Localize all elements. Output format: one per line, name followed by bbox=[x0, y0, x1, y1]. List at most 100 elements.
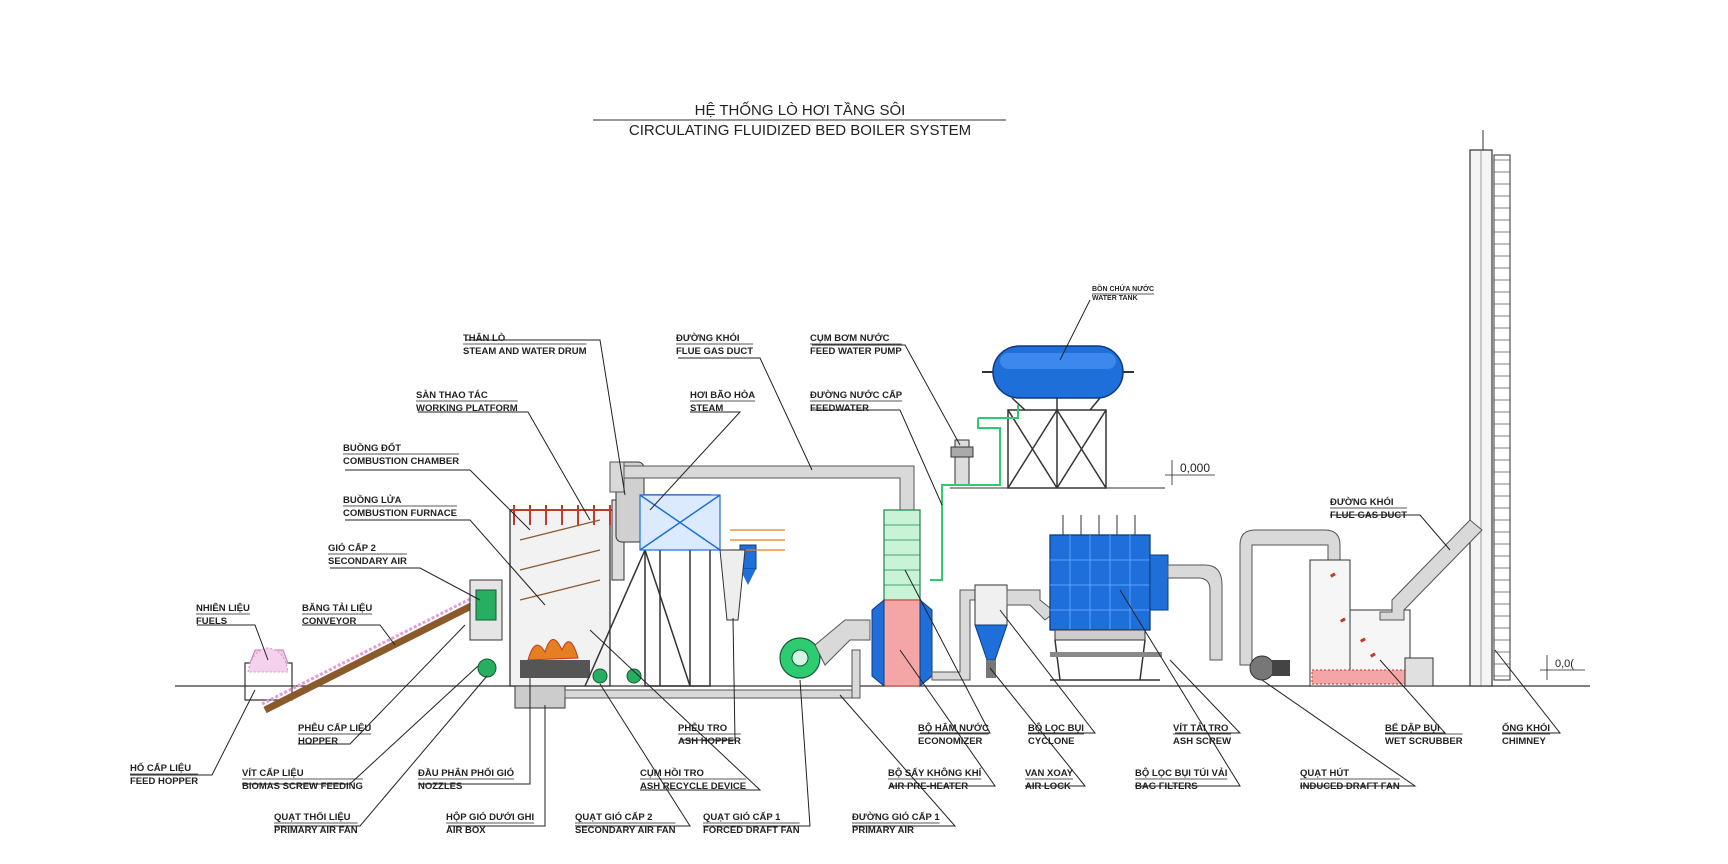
label-screw-feeding: VÍT CẤP LIỆU BIOMAS SCREW FEEDING bbox=[242, 767, 363, 792]
svg-text:FORCED DRAFT FAN: FORCED DRAFT FAN bbox=[703, 825, 800, 836]
conveyor bbox=[261, 590, 489, 714]
elevation-marker-main: 0,000 bbox=[950, 460, 1215, 489]
svg-text:BUỒNG LỬA: BUỒNG LỬA bbox=[343, 494, 402, 506]
svg-text:WORKING PLATFORM: WORKING PLATFORM bbox=[416, 403, 518, 414]
svg-text:CHIMNEY: CHIMNEY bbox=[1502, 736, 1546, 747]
label-bag-filters: BỘ LỌC BỤI TÚI VẢI BAG FILTERS bbox=[1135, 767, 1228, 792]
svg-text:BĂNG TẢI LIỆU: BĂNG TẢI LIỆU bbox=[302, 602, 372, 614]
svg-text:ĐƯỜNG KHÓI: ĐƯỜNG KHÓI bbox=[676, 332, 740, 344]
svg-text:SECONDARY AIR FAN: SECONDARY AIR FAN bbox=[575, 825, 676, 836]
label-cyclone: BỘ LỌC BỤI CYCLONE bbox=[1028, 722, 1084, 747]
label-air-preheater: BỘ SẤY KHÔNG KHÍ AIR PRE-HEATER bbox=[888, 767, 982, 792]
svg-text:STEAM AND WATER DRUM: STEAM AND WATER DRUM bbox=[463, 346, 587, 357]
svg-text:ĐẦU PHÂN PHỐI GIÓ: ĐẦU PHÂN PHỐI GIÓ bbox=[418, 767, 514, 779]
label-chimney: ỐNG KHÓI CHIMNEY bbox=[1502, 722, 1551, 747]
wet-scrubber bbox=[1309, 519, 1483, 687]
svg-text:AIR PRE-HEATER: AIR PRE-HEATER bbox=[888, 781, 968, 792]
svg-text:QUẠT THỔI LIỆU: QUẠT THỔI LIỆU bbox=[274, 811, 351, 823]
svg-text:BỘ HÂM NƯỚC: BỘ HÂM NƯỚC bbox=[918, 722, 989, 734]
svg-text:ASH RECYCLE DEVICE: ASH RECYCLE DEVICE bbox=[640, 781, 746, 792]
label-secondary-air-fan: QUẠT GIÓ CẤP 2 SECONDARY AIR FAN bbox=[575, 811, 676, 836]
svg-text:BỘ LỌC BỤI TÚI VẢI: BỘ LỌC BỤI TÚI VẢI bbox=[1135, 767, 1227, 779]
svg-text:QUẠT HÚT: QUẠT HÚT bbox=[1300, 767, 1349, 779]
water-tank bbox=[982, 345, 1134, 489]
svg-text:PRIMARY AIR: PRIMARY AIR bbox=[852, 825, 914, 836]
boiler-furnace bbox=[469, 461, 711, 709]
svg-text:AIR LOCK: AIR LOCK bbox=[1025, 781, 1071, 792]
svg-text:BAG FILTERS: BAG FILTERS bbox=[1135, 781, 1198, 792]
label-induced-draft-fan: QUẠT HÚT INDUCED DRAFT FAN bbox=[1300, 767, 1400, 792]
leader-lines bbox=[130, 299, 1562, 827]
svg-text:ĐƯỜNG NƯỚC CẤP: ĐƯỜNG NƯỚC CẤP bbox=[810, 389, 903, 401]
svg-text:WATER TANK: WATER TANK bbox=[1092, 295, 1138, 302]
svg-text:BỘ LỌC BỤI: BỘ LỌC BỤI bbox=[1028, 722, 1084, 734]
label-secondary-air: GIÓ CẤP 2 SECONDARY AIR bbox=[328, 542, 407, 567]
svg-text:ECONOMIZER: ECONOMIZER bbox=[918, 736, 983, 747]
svg-text:CỤM HỒI TRO: CỤM HỒI TRO bbox=[640, 767, 704, 779]
label-forced-draft-fan: QUẠT GIÓ CẤP 1 FORCED DRAFT FAN bbox=[703, 811, 800, 836]
svg-text:CỤM BƠM NƯỚC: CỤM BƠM NƯỚC bbox=[810, 332, 890, 344]
svg-text:BỂ DẬP BỤI: BỂ DẬP BỤI bbox=[1385, 722, 1440, 734]
label-flue-gas-duct-1: ĐƯỜNG KHÓI FLUE GAS DUCT bbox=[676, 332, 753, 357]
label-primary-air: ĐƯỜNG GIÓ CẤP 1 PRIMARY AIR bbox=[852, 811, 940, 836]
forced-draft-fan bbox=[779, 619, 871, 679]
svg-text:HƠI BÃO HÒA: HƠI BÃO HÒA bbox=[690, 389, 755, 401]
elevation-chimney-text: 0,0( bbox=[1555, 658, 1574, 670]
svg-text:ỐNG KHÓI: ỐNG KHÓI bbox=[1502, 722, 1550, 734]
svg-text:AIR BOX: AIR BOX bbox=[446, 825, 486, 836]
svg-text:FUELS: FUELS bbox=[196, 616, 227, 627]
svg-text:VÍT TẢI TRO: VÍT TẢI TRO bbox=[1173, 722, 1228, 734]
svg-text:BỒN CHỨA NƯỚC: BỒN CHỨA NƯỚC bbox=[1092, 283, 1154, 293]
label-fuels: NHIÊN LIỆU FUELS bbox=[196, 602, 250, 627]
flue-duct-to-id-fan bbox=[1167, 564, 1223, 661]
label-conveyor: BĂNG TẢI LIỆU CONVEYOR bbox=[302, 602, 372, 627]
air-preheater bbox=[871, 598, 933, 688]
svg-text:WET SCRUBBER: WET SCRUBBER bbox=[1385, 736, 1463, 747]
svg-text:VÍT CẤP LIỆU: VÍT CẤP LIỆU bbox=[242, 767, 304, 779]
economizer bbox=[883, 509, 921, 601]
svg-text:GIÓ CẤP 2: GIÓ CẤP 2 bbox=[328, 542, 376, 554]
chimney bbox=[1469, 130, 1511, 687]
label-ash-recycle: CỤM HỒI TRO ASH RECYCLE DEVICE bbox=[640, 767, 747, 792]
label-feed-water-pump: CỤM BƠM NƯỚC FEED WATER PUMP bbox=[810, 332, 902, 357]
label-steam: HƠI BÃO HÒA STEAM bbox=[690, 389, 755, 414]
svg-text:PHỄU CẤP LIỆU: PHỄU CẤP LIỆU bbox=[298, 722, 371, 734]
label-flue-gas-duct-2: ĐƯỜNG KHÓI FLUE GAS DUCT bbox=[1330, 496, 1407, 521]
label-ash-screw: VÍT TẢI TRO ASH SCREW bbox=[1173, 722, 1231, 747]
label-combustion-chamber: BUỒNG ĐỐT COMBUSTION CHAMBER bbox=[343, 442, 459, 467]
svg-text:BUỒNG ĐỐT: BUỒNG ĐỐT bbox=[343, 442, 401, 454]
svg-text:HỐ CẤP LIỆU: HỐ CẤP LIỆU bbox=[130, 762, 191, 774]
label-steam-drum: THÂN LÒ STEAM AND WATER DRUM bbox=[463, 332, 587, 357]
feed-water-pump bbox=[950, 439, 974, 486]
svg-text:SÀN THAO TÁC: SÀN THAO TÁC bbox=[416, 390, 488, 401]
title-vi: HỆ THỐNG LÒ HƠI TẦNG SÔI bbox=[695, 101, 906, 119]
label-air-lock: VAN XOAY AIR LOCK bbox=[1025, 768, 1074, 792]
svg-text:NOZZLES: NOZZLES bbox=[418, 781, 462, 792]
svg-text:FLUE GAS DUCT: FLUE GAS DUCT bbox=[1330, 510, 1407, 521]
svg-text:CYCLONE: CYCLONE bbox=[1028, 736, 1074, 747]
label-combustion-furnace: BUỒNG LỬA COMBUSTION FURNACE bbox=[343, 494, 457, 519]
svg-text:CONVEYOR: CONVEYOR bbox=[302, 616, 357, 627]
svg-text:NHIÊN LIỆU: NHIÊN LIỆU bbox=[196, 602, 250, 614]
svg-text:HOPPER: HOPPER bbox=[298, 736, 338, 747]
label-nozzles: ĐẦU PHÂN PHỐI GIÓ NOZZLES bbox=[418, 767, 515, 792]
svg-text:FLUE GAS DUCT: FLUE GAS DUCT bbox=[676, 346, 753, 357]
feedwater-line bbox=[930, 418, 1001, 581]
label-wet-scrubber: BỂ DẬP BỤI WET SCRUBBER bbox=[1385, 722, 1463, 747]
svg-text:ASH SCREW: ASH SCREW bbox=[1173, 736, 1231, 747]
labels: BỒN CHỨA NƯỚC WATER TANK THÂN LÒ STEAM A… bbox=[130, 283, 1551, 836]
primary-air-duct bbox=[564, 649, 861, 699]
svg-text:ĐƯỜNG KHÓI: ĐƯỜNG KHÓI bbox=[1330, 496, 1394, 508]
svg-text:BỘ SẤY KHÔNG KHÍ: BỘ SẤY KHÔNG KHÍ bbox=[888, 767, 982, 779]
svg-text:COMBUSTION CHAMBER: COMBUSTION CHAMBER bbox=[343, 456, 459, 467]
svg-text:THÂN LÒ: THÂN LÒ bbox=[463, 332, 505, 344]
svg-text:HỘP GIÓ DƯỚI GHI: HỘP GIÓ DƯỚI GHI bbox=[446, 811, 534, 823]
svg-text:INDUCED DRAFT FAN: INDUCED DRAFT FAN bbox=[1300, 781, 1400, 792]
label-feed-hopper: HỐ CẤP LIỆU FEED HOPPER bbox=[130, 762, 198, 787]
svg-text:FEED WATER PUMP: FEED WATER PUMP bbox=[810, 346, 902, 357]
svg-text:BIOMAS SCREW FEEDING: BIOMAS SCREW FEEDING bbox=[242, 781, 363, 792]
ash-cyclone-section bbox=[639, 494, 785, 621]
svg-text:SECONDARY AIR: SECONDARY AIR bbox=[328, 556, 407, 567]
svg-text:FEEDWATER: FEEDWATER bbox=[810, 403, 869, 414]
